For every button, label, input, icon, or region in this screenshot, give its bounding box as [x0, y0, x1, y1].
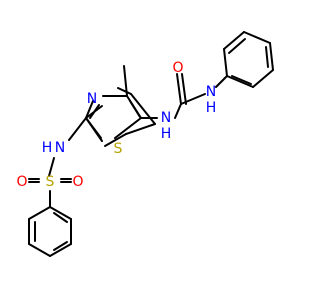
sulfonyl-oxygen-left-label: O	[16, 174, 27, 190]
thiazole-nitrogen-label: N	[87, 91, 97, 107]
bond-ph1-double-3	[231, 75, 252, 85]
bond-c2-to-s1-clean	[85, 117, 103, 142]
bond-ph2-c	[28, 243, 51, 257]
bond-ph1-double-1	[228, 38, 246, 54]
thiazole-sulfur-label: S	[114, 141, 123, 157]
bond-c4-methyl	[123, 65, 128, 97]
bond-ph1-d	[269, 42, 274, 71]
bond-carbonyl-double-2	[181, 73, 187, 105]
molecule-canvas: N S N H S O O N H O N H	[16, 31, 274, 257]
sulfonyl-sulfur-label: S	[46, 174, 55, 190]
bond-ph1-c	[243, 31, 271, 44]
urea-oxygen-label: O	[172, 60, 183, 76]
urea-hydrogen-right-label: H	[206, 100, 217, 116]
bond-carbonyl-double-1	[176, 73, 182, 105]
bond-nh-phenyl	[215, 75, 228, 88]
bond-thiazole-c4-n3	[104, 133, 127, 147]
bond-ph2-double-3	[53, 212, 68, 223]
urea-hydrogen-left-label: H	[161, 126, 172, 142]
bond-nh-carbonylc	[174, 103, 182, 119]
bond-nh-sulfonyl	[48, 157, 55, 177]
bond-c2-nh	[68, 117, 87, 141]
bond-c2-to-n3-clean	[85, 100, 94, 119]
sulfonamide-hydrogen-label: H	[42, 140, 53, 156]
bond-ph1-e	[252, 69, 274, 88]
bond-ph2-a	[28, 206, 51, 220]
bond-ph1-double-2	[265, 46, 269, 68]
bond-ph2-f	[49, 206, 72, 220]
bond-thiazole-s1-c5	[117, 87, 132, 95]
bond-carbonylc-nh	[180, 93, 206, 105]
bond-ph1-b	[223, 31, 245, 50]
sulfonyl-oxygen-right-label: O	[72, 174, 83, 190]
bond-layer	[28, 31, 274, 257]
bond-c5-s1	[114, 117, 142, 139]
bond-c4-c5-double	[129, 100, 141, 118]
bond-ph1-a	[223, 48, 228, 77]
bond-ph1-f	[226, 75, 254, 88]
sulfonamide-nitrogen-label: N	[55, 140, 65, 156]
urea-nitrogen-right-label: N	[206, 84, 216, 100]
bond-ph2-double-2	[53, 241, 68, 251]
bond-thiazole-c5-c4	[125, 123, 156, 135]
urea-nitrogen-left-label: N	[161, 110, 171, 126]
bond-c2-n3-double	[89, 104, 100, 119]
molecule-structure: N S N H S O O N H O N H	[16, 31, 274, 257]
bond-ph2-d	[49, 243, 72, 257]
